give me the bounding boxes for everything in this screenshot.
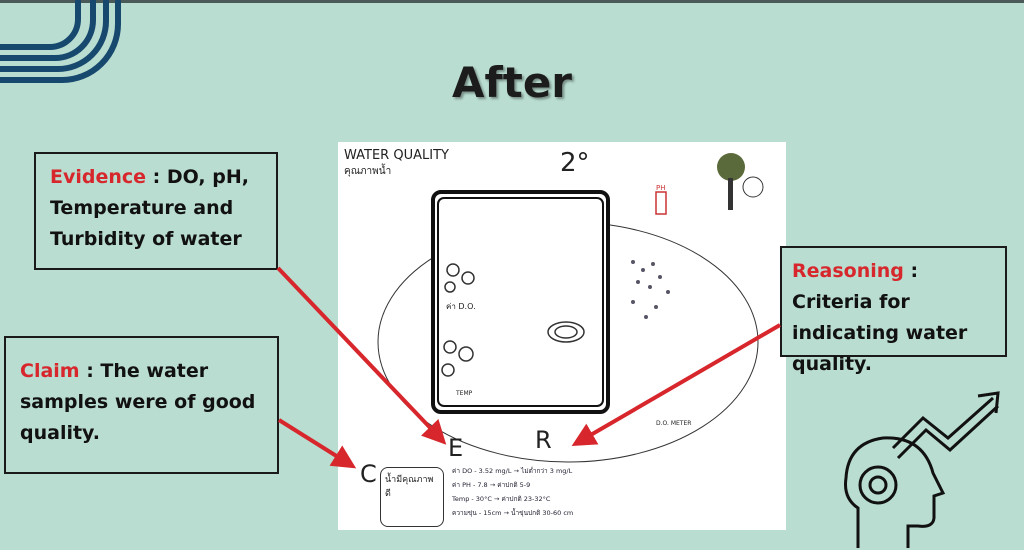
claim-label: Claim	[20, 360, 80, 382]
claim-box: Claim : The water samples were of good q…	[4, 336, 279, 474]
letter-r: R	[535, 426, 552, 454]
evidence-lines: ค่า DO - 3.52 mg/L → ไม่ต่ำกว่า 3 mg/L ค…	[452, 464, 573, 520]
evidence-text: DO, pH, Temperature and Turbidity of wat…	[50, 166, 249, 250]
drawing-title: WATER QUALITY	[344, 148, 449, 163]
group-number: 2°	[560, 148, 590, 178]
claim-arrow	[277, 418, 357, 469]
letter-e: E	[448, 434, 464, 462]
drawing-sketch	[377, 153, 764, 463]
meter-label: D.O. METER	[656, 420, 692, 427]
evidence-line: ความขุ่น - 15cm → น้ำขุ่นปกติ 30-60 cm	[452, 509, 574, 517]
reasoning-label: Reasoning	[792, 260, 904, 282]
letter-c: C	[360, 460, 377, 488]
claim-sep: :	[79, 360, 101, 382]
reasoning-box: Reasoning : Criteria for indicating wate…	[780, 246, 1007, 375]
ph-label: PH	[656, 184, 666, 192]
claim-note: น้ำมีคุณภาพดี	[380, 467, 444, 527]
evidence-label: Evidence	[50, 166, 147, 188]
evidence-sep: :	[146, 166, 167, 188]
slide-title: After	[451, 58, 573, 107]
top-border	[0, 0, 1024, 3]
reasoning-sep: :	[903, 260, 919, 282]
temp-label: TEMP	[456, 390, 473, 397]
reasoning-text: Criteria for indicating water quality.	[792, 291, 968, 375]
evidence-line: ค่า DO - 3.52 mg/L → ไม่ต่ำกว่า 3 mg/L	[452, 467, 573, 475]
head-growth-icon	[844, 391, 1000, 548]
evidence-line: Temp - 30°C → ค่าปกติ 23-32°C	[452, 495, 551, 503]
evidence-box: Evidence : DO, pH, Temperature and Turbi…	[34, 152, 278, 270]
student-drawing: WATER QUALITY คุณภาพน้ำ 2° PH ค่า D.O. T…	[338, 142, 786, 530]
do-label: ค่า D.O.	[446, 302, 476, 311]
decorative-curves	[0, 0, 121, 83]
claim-text: The water samples were of good quality.	[20, 360, 256, 444]
drawing-subtitle: คุณภาพน้ำ	[344, 166, 392, 177]
evidence-line: ค่า PH - 7.8 → ค่าปกติ 5-9	[452, 481, 531, 489]
